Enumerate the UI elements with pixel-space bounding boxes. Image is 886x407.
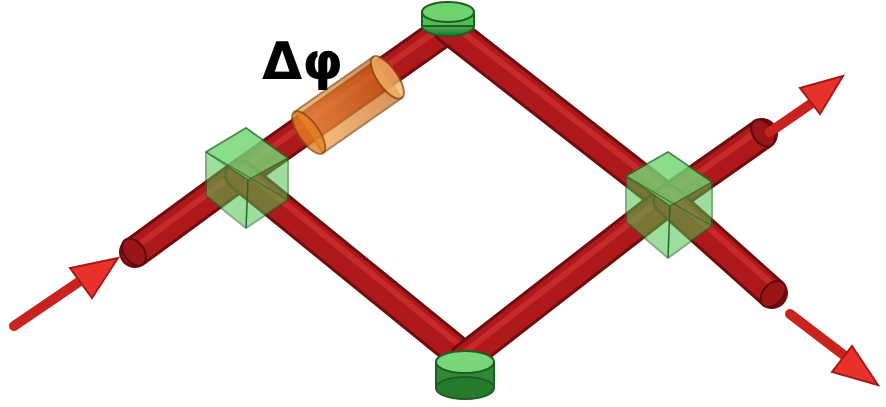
beam-output-bottom-end [759,279,787,309]
bottom-mirror [435,350,495,400]
input-beam-splitter [204,126,290,230]
output-arrow-bottom [785,309,881,387]
phase-shifter [291,55,405,155]
top-mirror [421,1,475,37]
input-arrow [9,256,121,331]
beam-input-end [121,237,147,267]
output-beam-splitter [624,150,714,260]
output-arrow-top [765,74,846,137]
phase-shift-label: Δφ [262,32,343,92]
